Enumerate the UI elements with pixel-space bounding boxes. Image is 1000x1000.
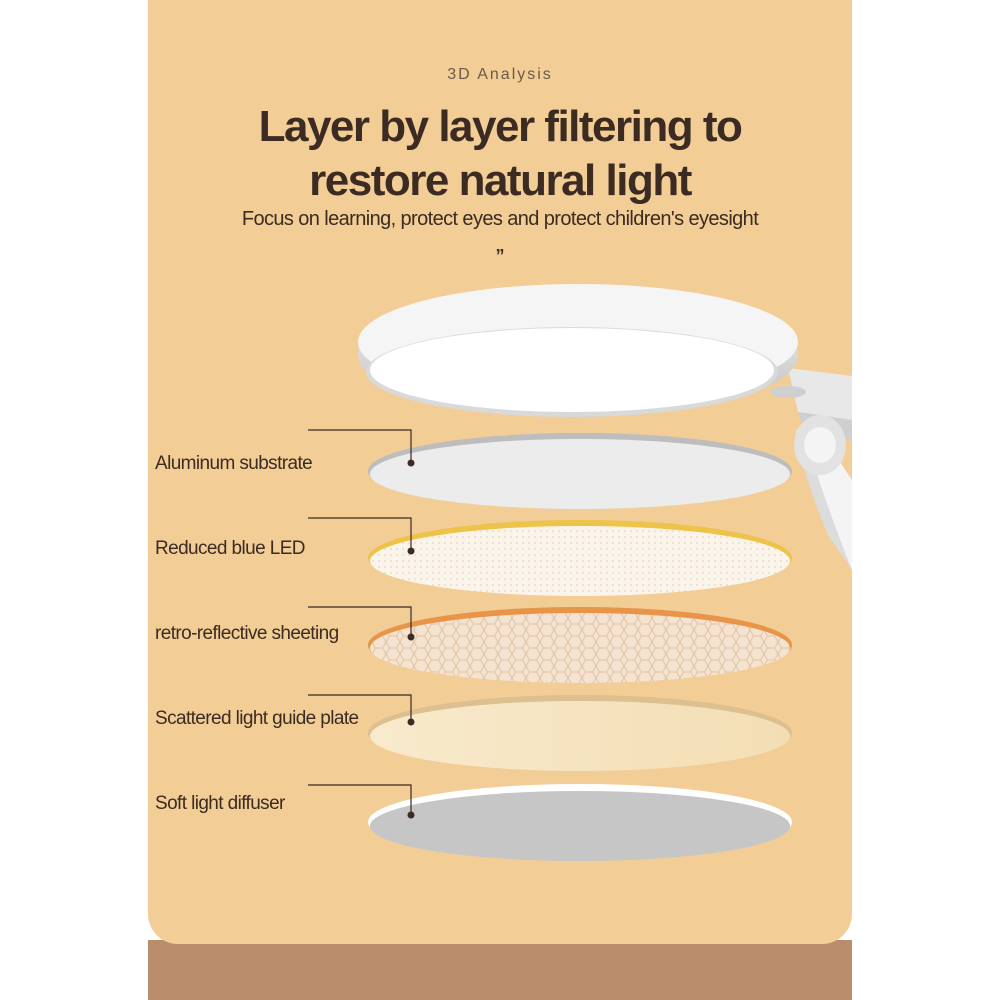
headline-line-1: Layer by layer filtering to <box>258 102 743 151</box>
subline: Focus on learning, protect eyes and prot… <box>241 208 759 230</box>
layer-label-diffuser: Soft light diffuser <box>155 793 285 814</box>
diffuser-disc <box>368 784 792 861</box>
bottom-band <box>148 940 852 1000</box>
leader-dot <box>407 718 415 726</box>
guide-plate-disc <box>368 695 792 771</box>
leader-dots <box>407 459 415 819</box>
led-disc <box>368 520 792 596</box>
layer-illustration <box>308 284 852 861</box>
headline-line-2: restore natural light <box>309 156 692 205</box>
product-card: 3D Analysis Layer by layer filtering to … <box>148 0 852 944</box>
layer-label-aluminum: Aluminum substrate <box>155 453 313 474</box>
lamp-head <box>358 284 806 417</box>
lamp-arm <box>788 368 852 570</box>
section-eyebrow: 3D Analysis <box>447 66 553 83</box>
quote-mark: ” <box>495 246 505 266</box>
layer-label-led: Reduced blue LED <box>155 538 306 559</box>
headline: Layer by layer filtering to restore natu… <box>148 100 852 208</box>
leader-dot <box>407 459 415 467</box>
reflective-disc <box>368 607 792 683</box>
leader-dot <box>407 547 415 555</box>
layer-label-guide-plate: Scattered light guide plate <box>155 708 359 729</box>
leader-lines <box>308 429 412 815</box>
aluminum-disc <box>368 433 792 509</box>
leader-dot <box>407 633 415 641</box>
leader-dot <box>407 811 415 819</box>
layer-label-reflective: retro-reflective sheeting <box>155 623 339 644</box>
